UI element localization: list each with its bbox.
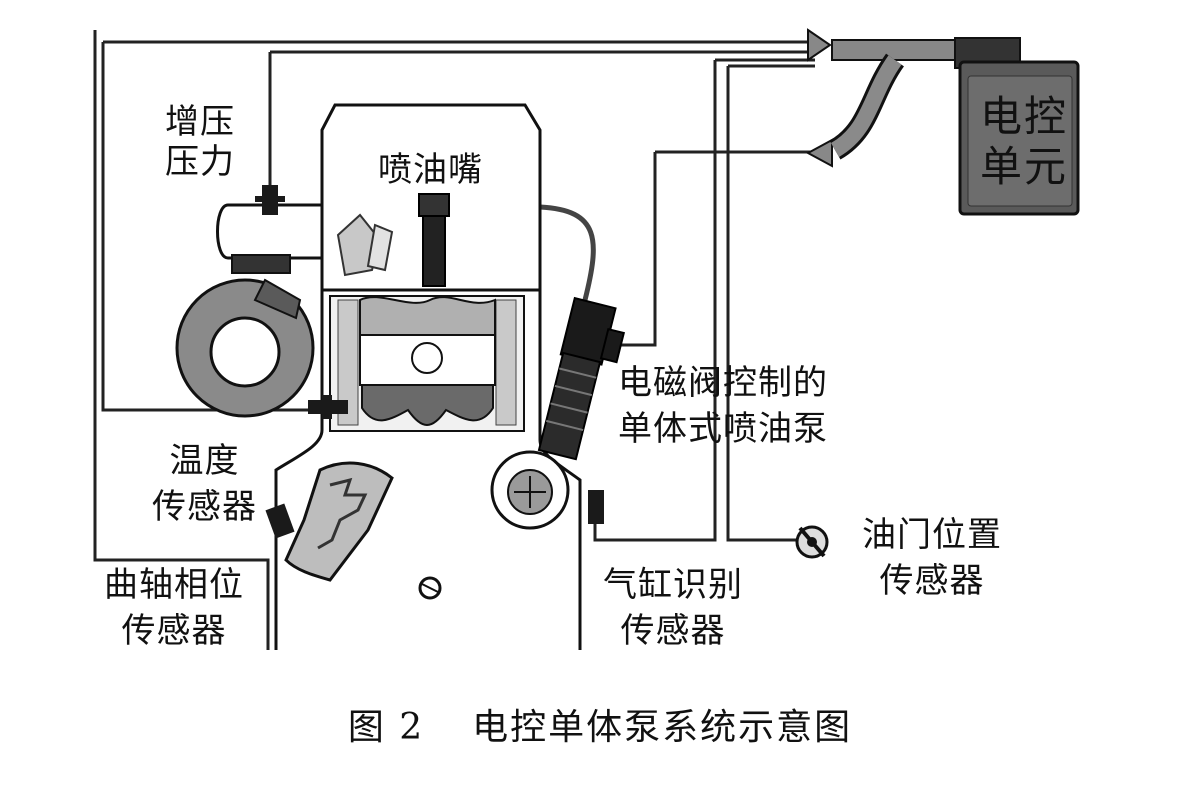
- throttle-position-sensor: [795, 525, 829, 559]
- ecu-label: 电控 单元: [980, 92, 1068, 192]
- solenoid-pump-label-line2: 单体式喷油泵: [618, 409, 828, 449]
- unit-pump: [537, 296, 626, 461]
- figure-caption: 图 2 电控单体泵系统示意图: [0, 698, 1200, 750]
- temp-sensor-label: 温度 传感器: [152, 438, 257, 530]
- cylinder-sensor-wire: [593, 60, 717, 542]
- solenoid-pump-label-line1: 电磁阀控制的: [618, 363, 828, 403]
- ecu-input-arrow: [807, 28, 832, 62]
- throttle-sensor-label-line2: 传感器: [879, 561, 985, 601]
- crank-sensor-wire: [93, 30, 270, 650]
- boost-pressure-sensor: [255, 185, 285, 215]
- cylinder-sensor-label-line1: 气缸识别: [603, 565, 743, 605]
- crank-sensor-label-line1: 曲轴相位: [104, 565, 244, 605]
- temp-sensor: [308, 395, 348, 419]
- figure-number: 图 2: [347, 707, 425, 748]
- crank-phase-sensor: [265, 503, 295, 539]
- temp-sensor-label-line1: 温度: [169, 441, 240, 481]
- piston: [359, 296, 496, 426]
- temp-sensor-label-line2: 传感器: [152, 487, 257, 527]
- ecu-output-arrow: [805, 138, 833, 168]
- turbocharger: [175, 203, 324, 418]
- solenoid-pump-label: 电磁阀控制的 单体式喷油泵: [618, 360, 828, 452]
- throttle-sensor-label: 油门位置 传感器: [862, 512, 1002, 604]
- boost-pressure-label: 增压 压力: [165, 102, 235, 182]
- figure-title: 电控单体泵系统示意图: [472, 707, 853, 748]
- throttle-sensor-wire: [726, 66, 800, 542]
- boost-pressure-label-line1: 增压: [165, 102, 235, 142]
- injector-nozzle: [418, 193, 450, 287]
- cylinder-sensor-label: 气缸识别 传感器: [603, 562, 743, 654]
- pump-solenoid-wire: [610, 152, 657, 347]
- injector-label: 喷油嘴: [378, 150, 483, 190]
- ecu-label-line2: 单元: [980, 142, 1069, 191]
- crank-trigger-wheel: [284, 461, 394, 582]
- camshaft: [490, 450, 570, 530]
- ecu-label-line1: 电控: [980, 92, 1069, 141]
- crank-sensor-label-line2: 传感器: [121, 611, 227, 651]
- boost-pressure-label-line2: 压力: [165, 142, 235, 182]
- cylinder-sensor-label-line2: 传感器: [620, 611, 726, 651]
- cylinder-id-sensor: [588, 490, 604, 524]
- fuel-line: [539, 204, 596, 301]
- throttle-sensor-label-line1: 油门位置: [862, 515, 1002, 555]
- crank-sensor-label: 曲轴相位 传感器: [104, 562, 244, 654]
